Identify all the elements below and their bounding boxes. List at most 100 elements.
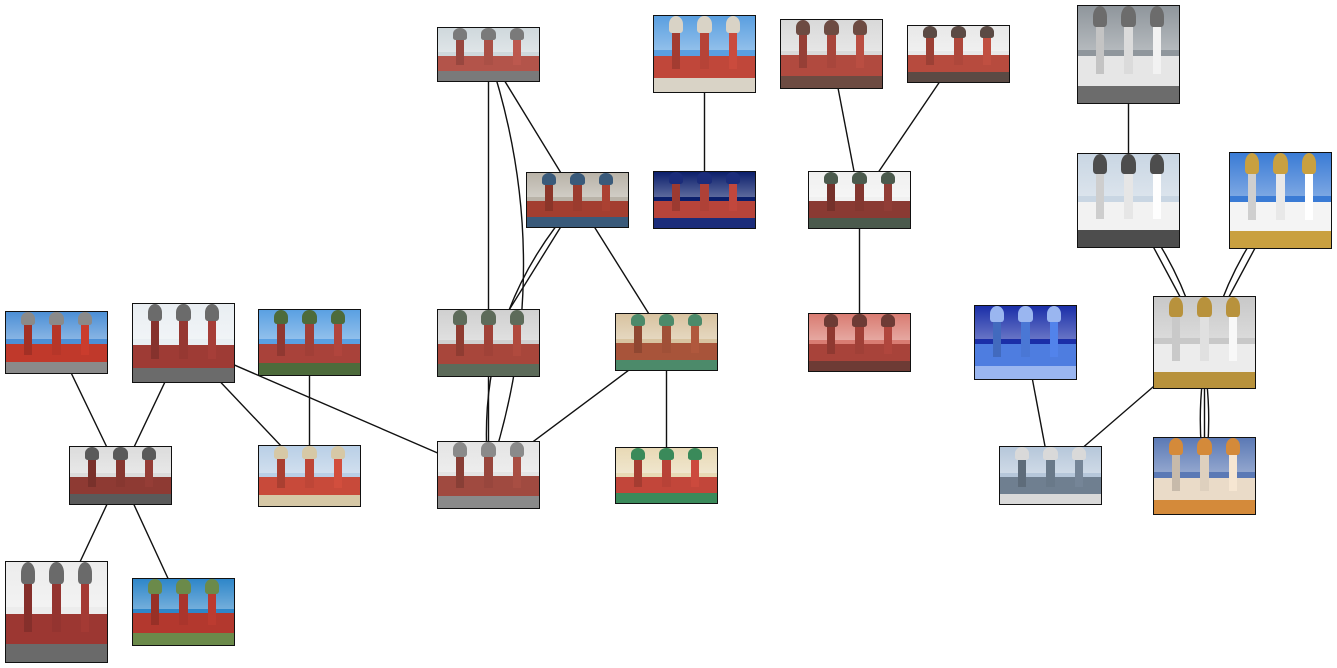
thumbnail-dome	[923, 26, 938, 39]
thumbnail-tower	[151, 319, 160, 359]
thumbnail-tower	[456, 38, 465, 66]
thumbnail-tower	[1152, 25, 1161, 74]
thumbnail-ground	[1230, 230, 1331, 248]
thumbnail-ground	[1078, 85, 1179, 103]
photo-node-red-square-spasskaya-tower[interactable]	[526, 172, 629, 228]
thumbnail-dome	[21, 562, 36, 584]
thumbnail-dome	[1197, 438, 1212, 455]
thumbnail-ground	[1154, 500, 1255, 514]
photo-node-state-historical-museum[interactable]	[132, 303, 235, 383]
photo-node-st-basils-cathedral[interactable]	[653, 15, 756, 93]
thumbnail-ground	[259, 495, 360, 506]
thumbnail-tower	[1304, 172, 1313, 220]
photo-node-moscow-city-skyline[interactable]	[999, 446, 1102, 505]
thumbnail-tower	[484, 323, 493, 357]
thumbnail-tower	[207, 592, 216, 626]
thumbnail-ground	[70, 493, 171, 504]
thumbnail-dome	[796, 20, 811, 35]
thumbnail-dome	[725, 172, 740, 185]
photo-node-state-historical-museum[interactable]	[5, 311, 108, 374]
photo-node-state-historical-museum[interactable]	[69, 446, 172, 505]
thumbnail-tower	[883, 325, 892, 354]
thumbnail-tower	[24, 324, 33, 355]
photo-node-cathedral-of-christ-the-saviour[interactable]	[1153, 437, 1256, 515]
photo-node-cathedral-of-christ-the-saviour[interactable]	[1077, 5, 1180, 104]
thumbnail-tower	[456, 455, 465, 489]
photo-node-lenin-mausoleum[interactable]	[780, 19, 883, 89]
thumbnail-dome	[274, 310, 289, 325]
thumbnail-ground	[1000, 493, 1101, 504]
thumbnail-tower	[1096, 172, 1105, 220]
thumbnail-ground	[438, 71, 539, 81]
photo-node-lenin-mausoleum[interactable]	[808, 313, 911, 372]
thumbnail-dome	[141, 447, 156, 460]
thumbnail-dome	[1245, 153, 1260, 174]
thumbnail-dome	[176, 579, 191, 594]
thumbnail-dome	[1093, 6, 1108, 28]
thumbnail-dome	[687, 448, 702, 461]
photo-node-cathedral-of-christ-the-saviour[interactable]	[1077, 153, 1180, 248]
photo-node-state-historical-museum[interactable]	[258, 309, 361, 376]
photo-node-red-square-night[interactable]	[653, 171, 756, 229]
thumbnail-tower	[207, 319, 216, 359]
thumbnail-tower	[827, 33, 836, 68]
thumbnail-dome	[669, 16, 684, 33]
thumbnail-tower	[1200, 453, 1209, 492]
thumbnail-tower	[456, 323, 465, 357]
thumbnail-dome	[1225, 297, 1240, 318]
thumbnail-tower	[1021, 320, 1030, 358]
thumbnail-tower	[700, 31, 709, 70]
photo-node-kremlin-wall-mausoleum[interactable]	[437, 27, 540, 82]
thumbnail-tower	[1248, 172, 1257, 220]
thumbnail-dome	[687, 314, 702, 327]
thumbnail-tower	[179, 592, 188, 626]
photo-node-lenin-mausoleum[interactable]	[907, 25, 1010, 83]
photo-node-lenin-mausoleum[interactable]	[437, 309, 540, 377]
thumbnail-dome	[481, 28, 496, 40]
thumbnail-dome	[979, 26, 994, 39]
thumbnail-tower	[827, 183, 836, 212]
photo-node-state-historical-museum[interactable]	[5, 561, 108, 663]
thumbnail-dome	[1225, 438, 1240, 455]
thumbnail-tower	[855, 33, 864, 68]
thumbnail-dome	[481, 442, 496, 457]
thumbnail-tower	[601, 183, 610, 211]
thumbnail-dome	[1301, 153, 1316, 174]
photo-node-st-basils-cathedral[interactable]	[615, 447, 718, 504]
thumbnail-dome	[453, 310, 468, 325]
thumbnail-tower	[1124, 172, 1133, 220]
photo-node-st-basils-cathedral[interactable]	[258, 445, 361, 507]
thumbnail-tower	[1096, 25, 1105, 74]
thumbnail-ground	[908, 71, 1009, 82]
photo-node-moscow-city-towers[interactable]	[974, 305, 1077, 380]
thumbnail-dome	[542, 173, 557, 185]
thumbnail-ground	[1154, 371, 1255, 388]
photo-node-cathedral-of-christ-the-saviour[interactable]	[1229, 152, 1332, 249]
thumbnail-ground	[133, 367, 234, 382]
photo-node-st-basils-cathedral[interactable]	[615, 313, 718, 371]
thumbnail-tower	[484, 38, 493, 66]
thumbnail-tower	[954, 37, 963, 66]
thumbnail-dome	[85, 447, 100, 460]
thumbnail-tower	[512, 38, 521, 66]
photo-node-state-historical-museum[interactable]	[132, 578, 235, 646]
thumbnail-ground	[781, 75, 882, 88]
photo-node-lenin-mausoleum[interactable]	[808, 171, 911, 229]
thumbnail-dome	[21, 312, 36, 326]
edge-n1-n21	[487, 54, 525, 476]
thumbnail-ground	[438, 496, 539, 508]
thumbnail-tower	[1228, 453, 1237, 492]
thumbnail-dome	[725, 16, 740, 33]
photo-node-red-square[interactable]	[437, 441, 540, 509]
thumbnail-ground	[259, 363, 360, 375]
thumbnail-tower	[690, 325, 699, 354]
thumbnail-tower	[1046, 458, 1055, 487]
thumbnail-tower	[144, 458, 153, 487]
photo-node-cathedral-of-christ-the-saviour[interactable]	[1153, 296, 1256, 389]
thumbnail-tower	[662, 459, 671, 487]
thumbnail-dome	[302, 310, 317, 325]
thumbnail-dome	[1169, 438, 1184, 455]
thumbnail-dome	[509, 28, 524, 40]
thumbnail-tower	[1018, 458, 1027, 487]
